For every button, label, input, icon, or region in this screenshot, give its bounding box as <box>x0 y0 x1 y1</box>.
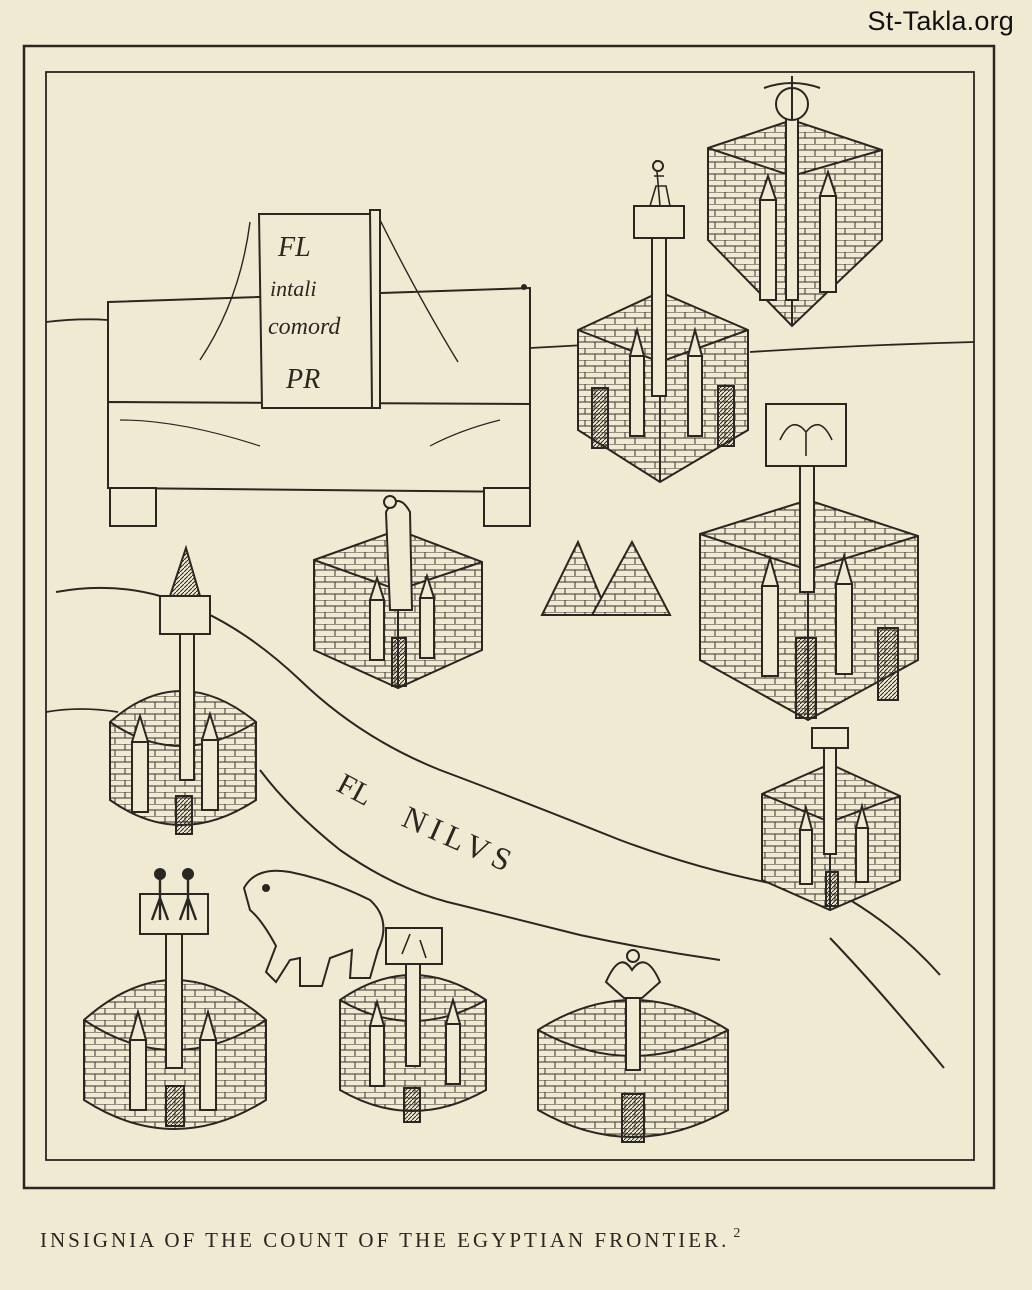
codicil-line-1: FL <box>277 232 311 263</box>
inner-frame <box>45 71 975 1161</box>
round-fortress-bottom-right <box>537 949 729 1143</box>
watermark: St-Takla.org <box>867 6 1014 36</box>
caption-footnote: 2 <box>733 1226 741 1241</box>
fortress-top-right <box>707 76 883 328</box>
fortress-right-middle <box>699 403 919 722</box>
fortress-left <box>109 544 257 835</box>
fortress-right-lower <box>761 727 901 912</box>
bear-figure <box>242 869 385 987</box>
codicil-line-4: PR <box>285 364 320 395</box>
codicil-line-3: comord <box>268 314 341 340</box>
codicil-text: FL intali comord PR <box>268 232 341 395</box>
caption-text: INSIGNIA OF THE COUNT OF THE EGYPTIAN FR… <box>40 1228 730 1252</box>
fortress-top-center <box>577 159 749 484</box>
boundary-lines <box>45 318 975 713</box>
round-fortress-bottom-center <box>339 927 487 1123</box>
pyramids <box>540 539 672 616</box>
table-with-codicil <box>107 209 531 527</box>
river-label-fl: FL <box>332 767 378 813</box>
river-label-nilus: NILVS <box>397 799 522 881</box>
fortress-center <box>313 495 483 690</box>
codicil-line-2: intali <box>270 276 316 301</box>
round-fortress-bottom-left <box>83 868 267 1130</box>
caption: INSIGNIA OF THE COUNT OF THE EGYPTIAN FR… <box>40 1226 741 1253</box>
outer-frame <box>22 44 996 1190</box>
